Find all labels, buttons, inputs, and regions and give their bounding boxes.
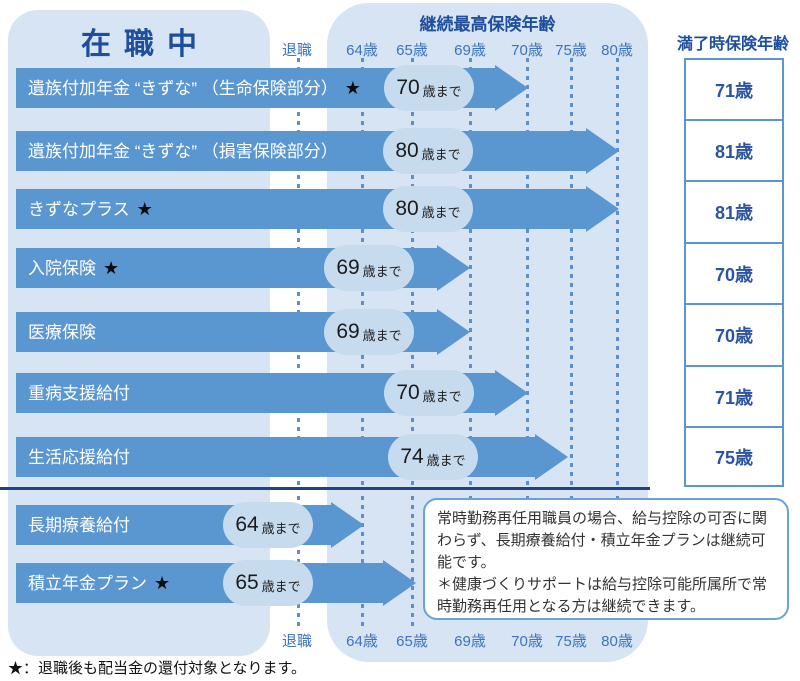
axis-label-80-top: 80歳 — [601, 42, 633, 59]
star-icon: ★ — [154, 573, 171, 593]
age-gridline-64-bottom — [361, 496, 364, 628]
note-box: 常時勤務再任用職員の場合、給与控除の可否に関わらず、長期療養給付・積立年金プラン… — [423, 498, 789, 620]
age-gridline-69 — [469, 58, 472, 486]
axis-label-69-top: 69歳 — [454, 42, 486, 59]
arrow-head-icon — [331, 502, 364, 548]
coverage-label: 入院保険★ — [28, 258, 120, 278]
coverage-label: きずなプラス★ — [28, 199, 153, 219]
age-gridline-70 — [526, 58, 529, 486]
maturity-age-box: 75歳 — [684, 426, 784, 487]
axis-label-65-bottom: 65歳 — [396, 633, 428, 650]
coverage-label: 遺族付加年金 “きずな” （損害保険部分） — [28, 142, 338, 161]
star-icon: ★ — [103, 258, 120, 278]
star-icon: ★ — [344, 78, 361, 98]
arrow-head-icon — [437, 245, 470, 291]
coverage-label: 積立年金プラン★ — [28, 573, 171, 593]
coverage-label: 医療保険 — [28, 323, 96, 342]
maturity-age-box: 70歳 — [684, 303, 784, 367]
coverage-label: 長期療養給付 — [28, 516, 130, 535]
axis-label-69-bottom: 69歳 — [454, 633, 486, 650]
axis-label-64-bottom: 64歳 — [346, 633, 378, 650]
axis-label-75-top: 75歳 — [555, 42, 587, 59]
maturity-age-box: 81歳 — [684, 119, 784, 182]
continuation-max-age-title: 継続最高保険年齢 — [419, 15, 556, 34]
axis-label-75-bottom: 75歳 — [555, 633, 587, 650]
axis-label-retirement-top: 退職 — [281, 42, 312, 59]
arrow-head-icon — [495, 370, 528, 416]
axis-label-65-top: 65歳 — [396, 42, 428, 59]
coverage-bar — [16, 189, 586, 229]
star-icon: ★ — [136, 199, 153, 219]
arrow-head-icon — [586, 128, 619, 174]
maturity-age-title: 満了時保険年齢 — [676, 36, 789, 53]
age-gridline-75 — [570, 58, 573, 486]
coverage-label: 生活応援給付 — [28, 448, 130, 467]
maturity-age-box: 81歳 — [684, 180, 784, 244]
arrow-head-icon — [495, 65, 528, 111]
arrow-head-icon — [535, 434, 568, 480]
coverage-bar — [16, 563, 383, 603]
axis-label-80-bottom: 80歳 — [601, 633, 633, 650]
section-divider — [0, 487, 650, 490]
axis-label-64-top: 64歳 — [346, 42, 378, 59]
footnote: ★：退職後も配当金の還付対象となります。 — [8, 661, 307, 677]
age-gridline-80 — [616, 58, 619, 486]
maturity-age-box: 71歳 — [684, 58, 784, 121]
axis-label-retirement-bottom: 退職 — [281, 633, 312, 650]
axis-label-70-top: 70歳 — [511, 42, 543, 59]
coverage-bar — [16, 131, 586, 171]
coverage-label: 遺族付加年金 “きずな” （生命保険部分）★ — [28, 78, 361, 98]
arrow-head-icon — [586, 186, 619, 232]
axis-label-70-bottom: 70歳 — [511, 633, 543, 650]
coverage-label: 重病支援給付 — [28, 384, 130, 403]
arrow-head-icon — [437, 309, 470, 355]
employment-period-title: 在職中 — [81, 28, 210, 61]
maturity-age-box: 71歳 — [684, 365, 784, 428]
arrow-head-icon — [383, 560, 416, 606]
maturity-age-box: 70歳 — [684, 242, 784, 305]
